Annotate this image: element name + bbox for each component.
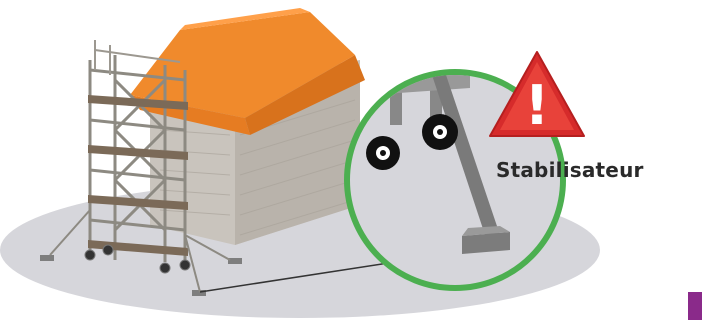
stabilizer-label: Stabilisateur — [496, 158, 644, 182]
warning-icon: ! — [486, 48, 588, 142]
warning-glyph: ! — [525, 74, 550, 137]
accent-mark — [688, 292, 702, 320]
